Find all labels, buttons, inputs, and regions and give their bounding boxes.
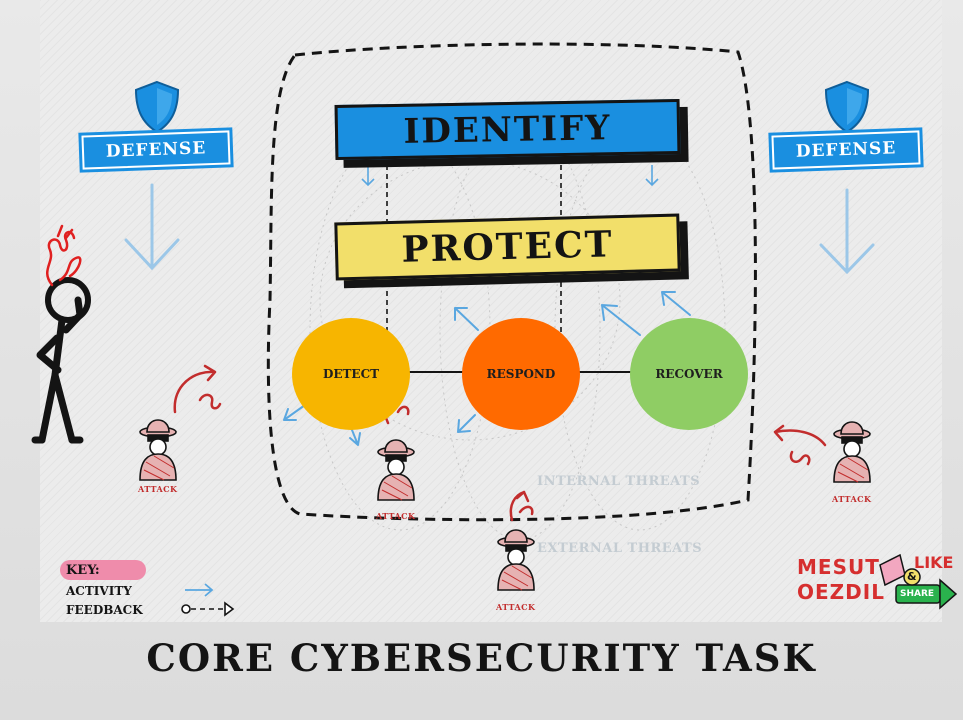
respond-label: RESPOND [486, 367, 556, 381]
recover-label: RECOVER [655, 367, 723, 381]
detect-label: DETECT [322, 367, 380, 381]
attack-label-1: ATTACK [138, 484, 178, 494]
key-feedback-label: FEEDBACK [66, 603, 143, 617]
attack-label-3: ATTACK [496, 602, 536, 612]
protect-box: PROTECT [334, 213, 681, 281]
internal-threats-label: INTERNAL THREATS [537, 474, 701, 489]
attack-label-4: ATTACK [832, 494, 872, 504]
amp-label: & [907, 570, 917, 583]
key-activity-label: ACTIVITY [66, 584, 132, 598]
share-label: SHARE [900, 589, 935, 599]
recover-circle: RECOVER [630, 318, 748, 430]
attacker-icons [139, 419, 871, 591]
identify-box: IDENTIFY [334, 98, 681, 161]
shield-icon-left [134, 80, 180, 134]
brand-line-1: MESUT [797, 555, 880, 579]
defense-label-left: DEFENSE [81, 130, 231, 170]
stress-scribble-icon [46, 224, 82, 287]
defense-label-right: DEFENSE [771, 130, 921, 170]
page-title: CORE CYBERSECURITY TASK [146, 636, 817, 680]
respond-circle: RESPOND [462, 318, 580, 430]
boundary-dashed [266, 42, 757, 522]
key-title: KEY: [60, 560, 146, 580]
external-threats-label: EXTERNAL THREATS [537, 541, 703, 556]
shield-icon-right [824, 80, 870, 134]
detect-circle: DETECT [292, 318, 410, 430]
attack-label-2: ATTACK [376, 511, 416, 521]
brand-line-2: OEZDIL [797, 580, 885, 604]
small-down-arrows [361, 165, 659, 187]
like-label: LIKE [914, 553, 954, 572]
stressed-figure-icon [31, 277, 91, 444]
activity-arrows [283, 291, 691, 446]
like-share-badge [879, 553, 958, 610]
defense-arrows [124, 183, 875, 275]
key-activity-arrow [185, 583, 214, 597]
key-feedback-arrow [181, 601, 235, 617]
